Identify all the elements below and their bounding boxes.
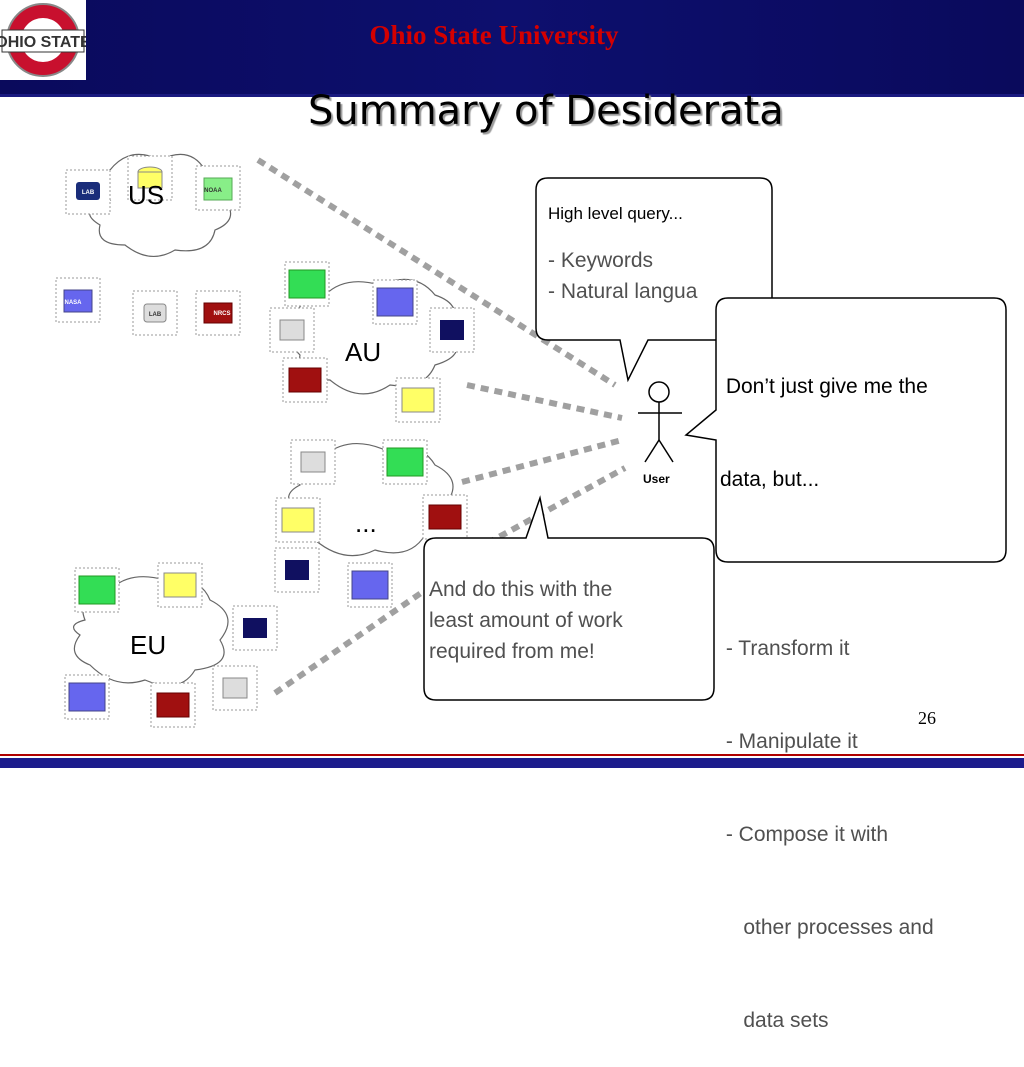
query-line-3: - Natural langua (548, 280, 698, 303)
query-line-2: - Keywords (548, 249, 654, 272)
svg-text:LAB: LAB (82, 190, 95, 196)
data-bubble-text: Don’t just give me the data, but... - Tr… (720, 309, 1000, 1067)
data-line-2: data, but... (720, 468, 820, 491)
data-line-3: - Transform it (720, 637, 850, 660)
footer-bar (0, 758, 1024, 768)
header-divider (0, 94, 1024, 97)
svg-text:NOAA: NOAA (204, 188, 222, 194)
cloud-label-au: AU (345, 337, 382, 367)
data-line-7: data sets (720, 1009, 829, 1032)
cloud-label-eu: EU (130, 630, 167, 660)
data-line-5: - Compose it with (720, 823, 889, 846)
svg-text:OHIO STATE: OHIO STATE (0, 34, 86, 51)
page-number: 26 (918, 708, 936, 728)
connection-lines (256, 157, 627, 696)
user-icon (638, 381, 682, 463)
effort-line-1: And do this with the (429, 578, 613, 601)
data-bubble (684, 297, 1007, 563)
data-line-4: - Manipulate it (720, 730, 858, 753)
data-line-6: other processes and (720, 916, 934, 939)
svg-text:NASA: NASA (64, 300, 82, 306)
effort-bubble (423, 495, 715, 701)
effort-bubble-text: And do this with the least amount of wor… (429, 574, 709, 667)
database-icons (55, 155, 475, 728)
data-line-1: Don’t just give me the (720, 375, 928, 398)
effort-line-3: required from me! (429, 640, 595, 663)
cloud-label-other: ... (355, 508, 377, 538)
query-line-1: High level query... (548, 204, 683, 223)
query-bubble (535, 177, 773, 383)
query-bubble-text: High level query... - Keywords - Natural… (548, 198, 763, 307)
svg-text:NRCS: NRCS (213, 311, 230, 317)
effort-line-2: least amount of work (429, 609, 623, 632)
diagram-canvas: LAB NOAA NASA LAB NRCS (55, 153, 1007, 728)
university-name: Ohio State University (369, 20, 619, 50)
ohio-state-logo: OHIO STATE (0, 0, 91, 80)
header-bar (0, 0, 1024, 94)
cloud-label-us: US (128, 180, 165, 210)
svg-text:LAB: LAB (149, 312, 162, 318)
slide-title: Summary of Desiderata (308, 88, 784, 134)
user-label: User (643, 472, 670, 486)
footer-accent-line (0, 754, 1024, 756)
db-label-texts: LAB NOAA NASA LAB NRCS (64, 188, 230, 318)
